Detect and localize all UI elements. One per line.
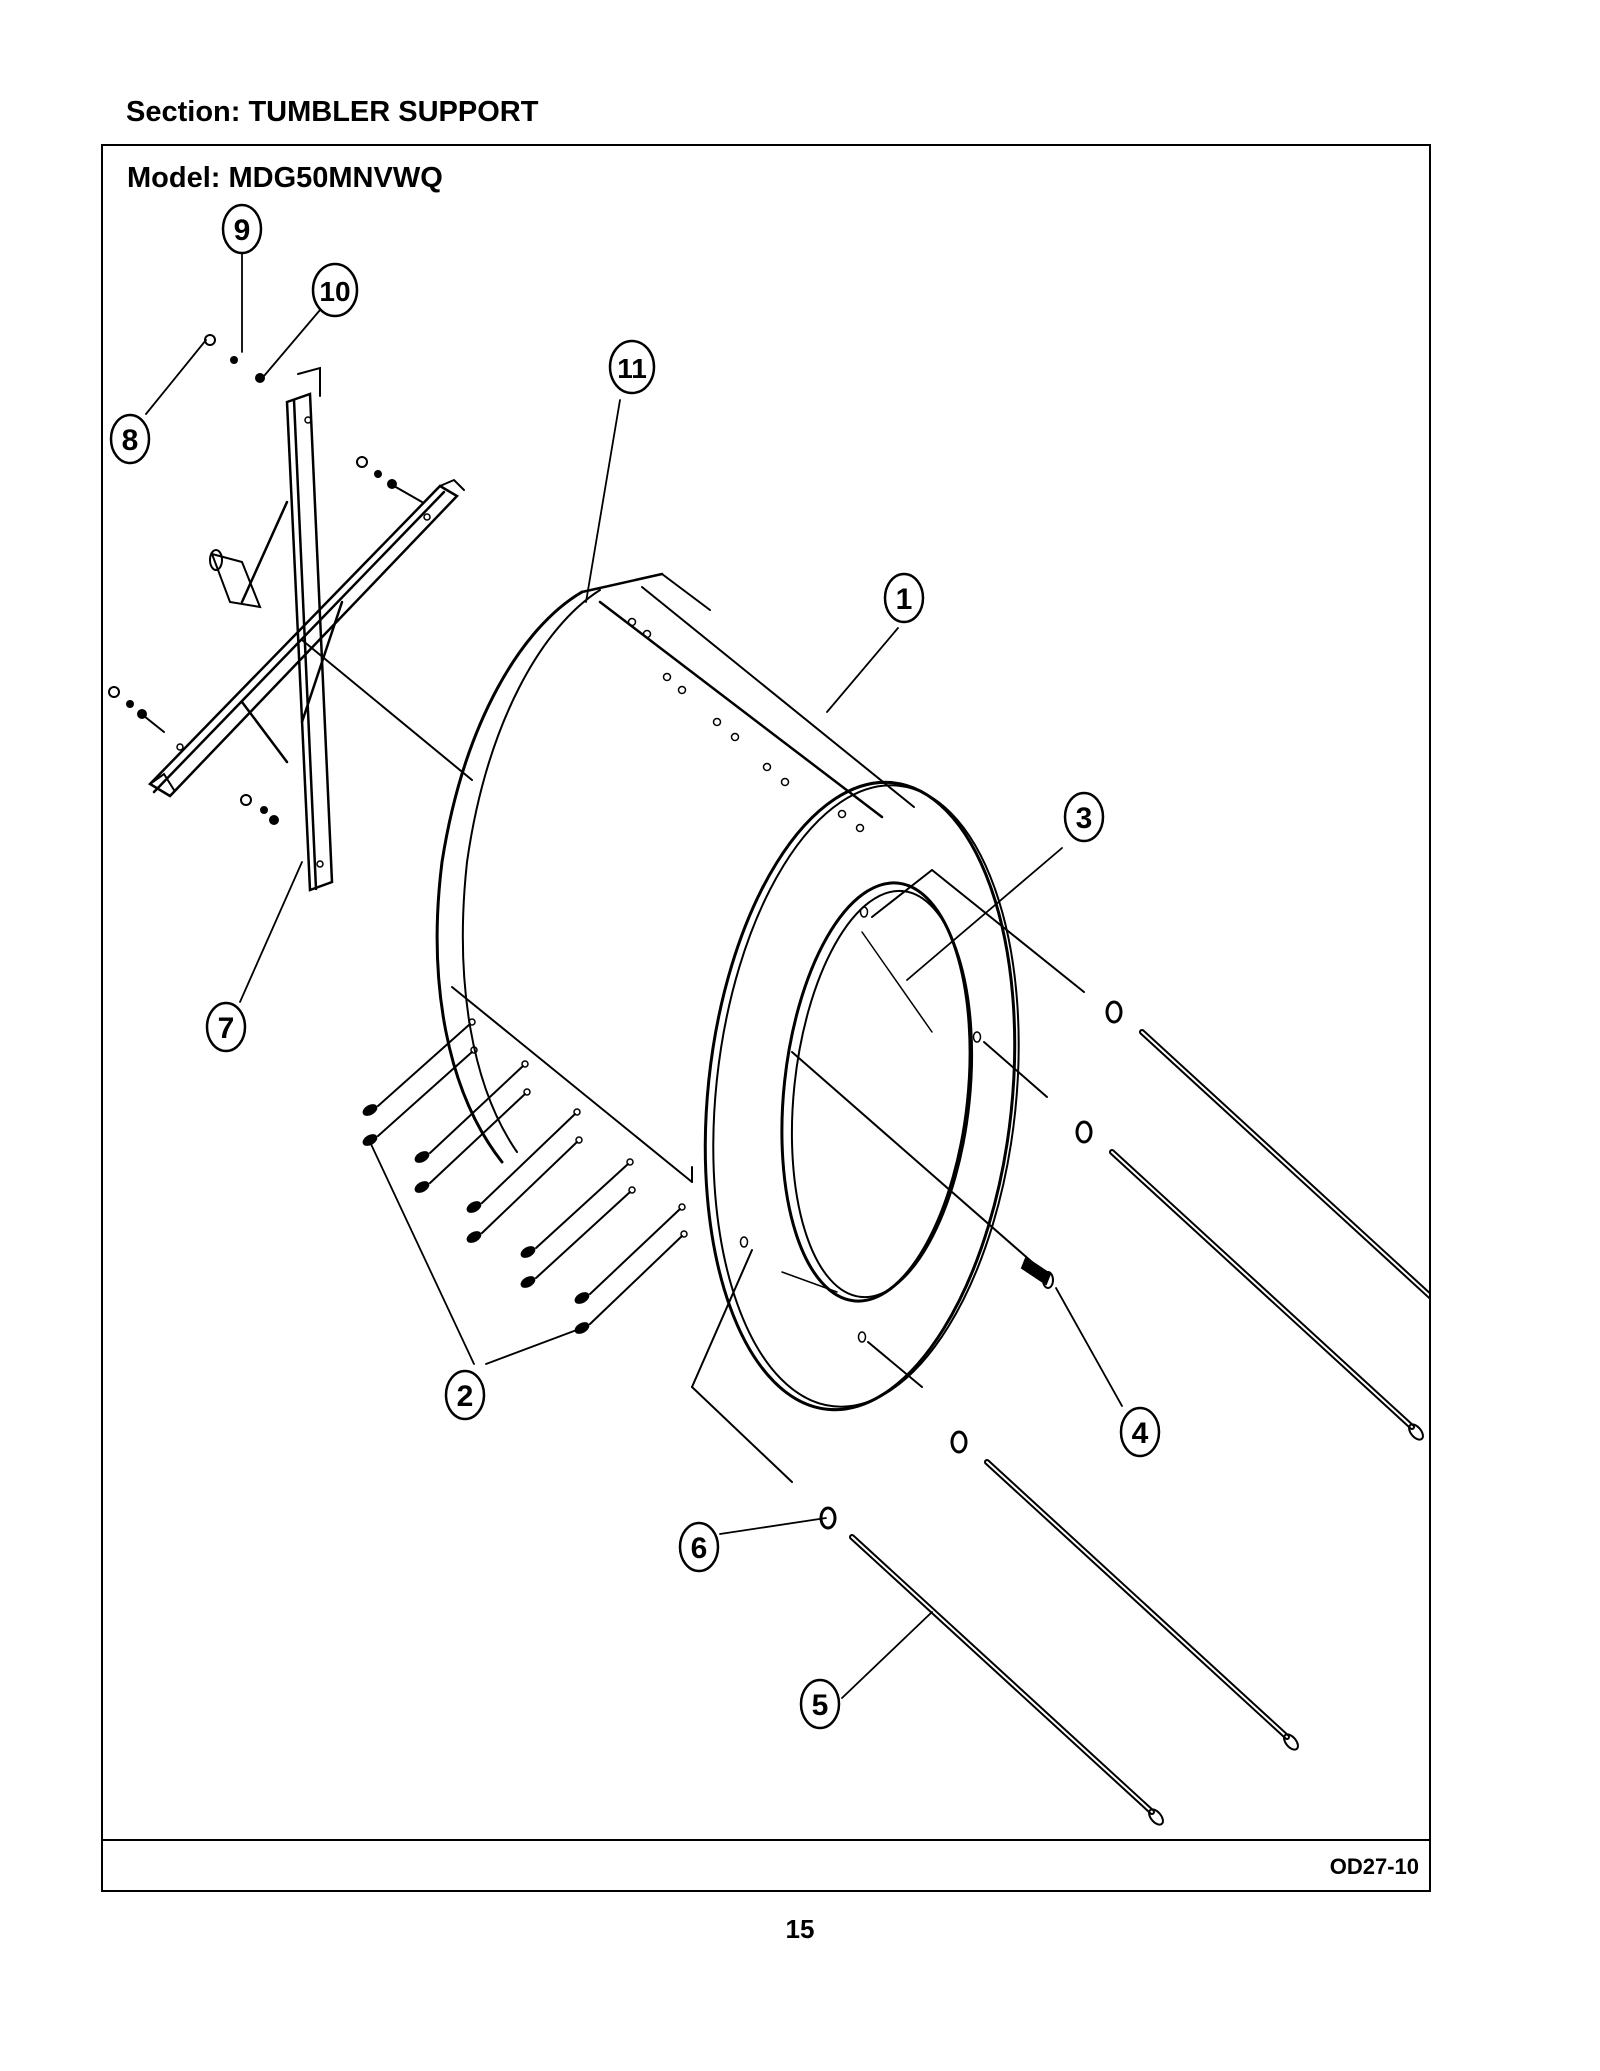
drawing-reference-code: OD27-10	[1329, 1854, 1419, 1879]
diagram-frame: Model: MDG50MNVWQ	[101, 144, 1431, 1892]
callout-2: 2	[444, 1369, 486, 1421]
footer-divider	[103, 1839, 1429, 1841]
callout-5: 5	[799, 1678, 841, 1730]
svg-text:11: 11	[617, 353, 647, 384]
section-title: Section: TUMBLER SUPPORT	[126, 96, 539, 128]
callout-3: 3	[1063, 791, 1105, 843]
tumbler-drum	[435, 572, 1020, 1412]
model-label: Model: MDG50MNVWQ	[127, 162, 443, 194]
callout-6: 6	[678, 1521, 720, 1573]
callout-10: 10	[311, 262, 359, 318]
svg-text:8: 8	[122, 424, 139, 457]
cross-support-frame	[148, 366, 473, 892]
frame-fasteners	[108, 334, 423, 825]
callout-8: 8	[109, 413, 151, 465]
callouts: 9 10 8 11 1 3	[109, 203, 1161, 1730]
callout-9: 9	[221, 203, 263, 255]
svg-text:1: 1	[896, 583, 913, 616]
callout-7: 7	[205, 1001, 247, 1053]
callout-11: 11	[608, 339, 656, 395]
svg-text:3: 3	[1076, 802, 1093, 835]
page-number: 15	[785, 1914, 815, 1944]
callout-4: 4	[1119, 1406, 1161, 1458]
drum-screws	[362, 1023, 683, 1334]
svg-text:2: 2	[457, 1380, 474, 1413]
svg-text:5: 5	[812, 1689, 829, 1722]
svg-text:9: 9	[234, 214, 251, 247]
tie-rods	[691, 869, 1429, 1826]
svg-text:6: 6	[691, 1532, 708, 1565]
callout-1: 1	[883, 572, 925, 624]
svg-text:7: 7	[218, 1012, 235, 1045]
svg-text:4: 4	[1132, 1417, 1149, 1450]
center-bolt	[1020, 1256, 1054, 1289]
exploded-parts-drawing: 9 10 8 11 1 3	[108, 203, 1429, 1826]
leader-lines	[145, 245, 1123, 1699]
svg-text:10: 10	[319, 276, 350, 307]
